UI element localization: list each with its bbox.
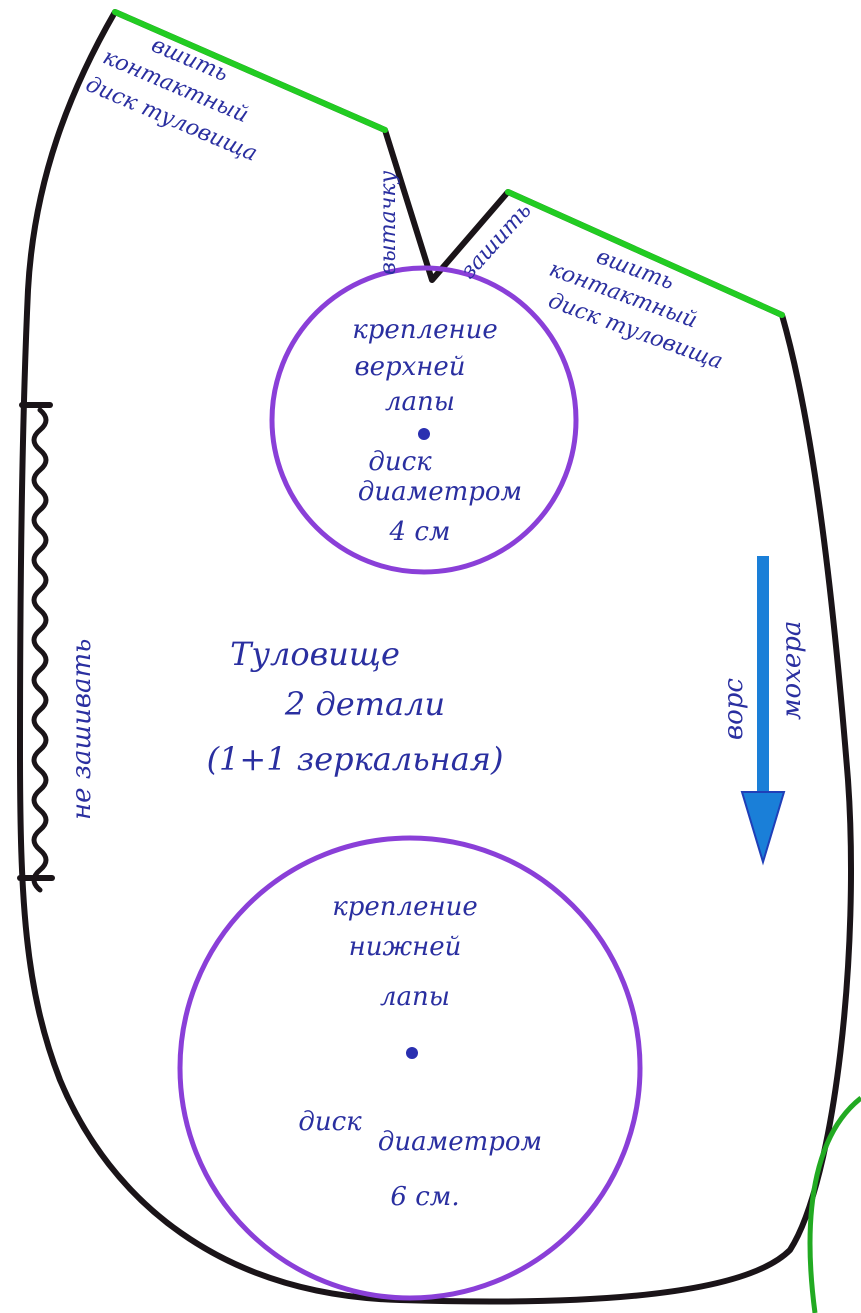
lower-disk-line-3: 6 см. bbox=[390, 1182, 459, 1212]
lower-paw-line-2: нижней bbox=[349, 932, 462, 962]
upper-disk-line-1: диск bbox=[368, 447, 432, 477]
upper-disk-line-3: 4 см bbox=[389, 517, 451, 547]
seam-line-right bbox=[505, 189, 785, 318]
nap-direction-arrow bbox=[740, 556, 786, 866]
nap-label-line-2: мохера bbox=[777, 621, 807, 720]
upper-paw-line-3: лапы bbox=[385, 387, 455, 417]
opening-wave bbox=[31, 407, 49, 893]
lower-paw-center-dot bbox=[406, 1047, 418, 1059]
partial-green-circle bbox=[807, 1096, 861, 1313]
body-outline bbox=[17, 9, 854, 1305]
title-line-3: (1+1 зеркальная) bbox=[207, 740, 504, 778]
lower-paw-circle bbox=[177, 835, 643, 1301]
lower-disk-line-2: диаметром bbox=[378, 1127, 542, 1157]
seam-line-left bbox=[112, 9, 388, 133]
upper-disk-line-2: диаметром bbox=[358, 477, 522, 507]
opening-marker bbox=[17, 402, 55, 893]
part-title: Туловище 2 детали (1+1 зеркальная) bbox=[207, 635, 504, 778]
upper-paw-text: крепление верхней лапы диск диаметром 4 … bbox=[352, 315, 522, 547]
title-line-1: Туловище bbox=[230, 635, 400, 673]
upper-paw-center-dot bbox=[418, 428, 430, 440]
lower-paw-text: крепление нижней лапы диск диаметром 6 с… bbox=[298, 892, 542, 1212]
not-sew-label: не зашивать bbox=[67, 639, 97, 820]
upper-paw-circle bbox=[269, 265, 579, 575]
lower-paw-line-1: крепление bbox=[332, 892, 478, 922]
title-line-2: 2 детали bbox=[284, 685, 445, 723]
lower-disk-line-1: диск bbox=[298, 1107, 362, 1137]
upper-paw-line-1: крепление bbox=[352, 315, 498, 345]
arrow-head bbox=[740, 791, 786, 866]
upper-paw-line-2: верхней bbox=[354, 352, 465, 382]
lower-paw-line-3: лапы bbox=[380, 982, 450, 1012]
nap-label-line-1: ворс bbox=[719, 678, 749, 740]
dart-label: вытачку bbox=[376, 170, 401, 275]
sew-disk-left-label: вшить контактный диск туловища bbox=[82, 33, 261, 167]
arrow-shaft bbox=[757, 556, 769, 816]
